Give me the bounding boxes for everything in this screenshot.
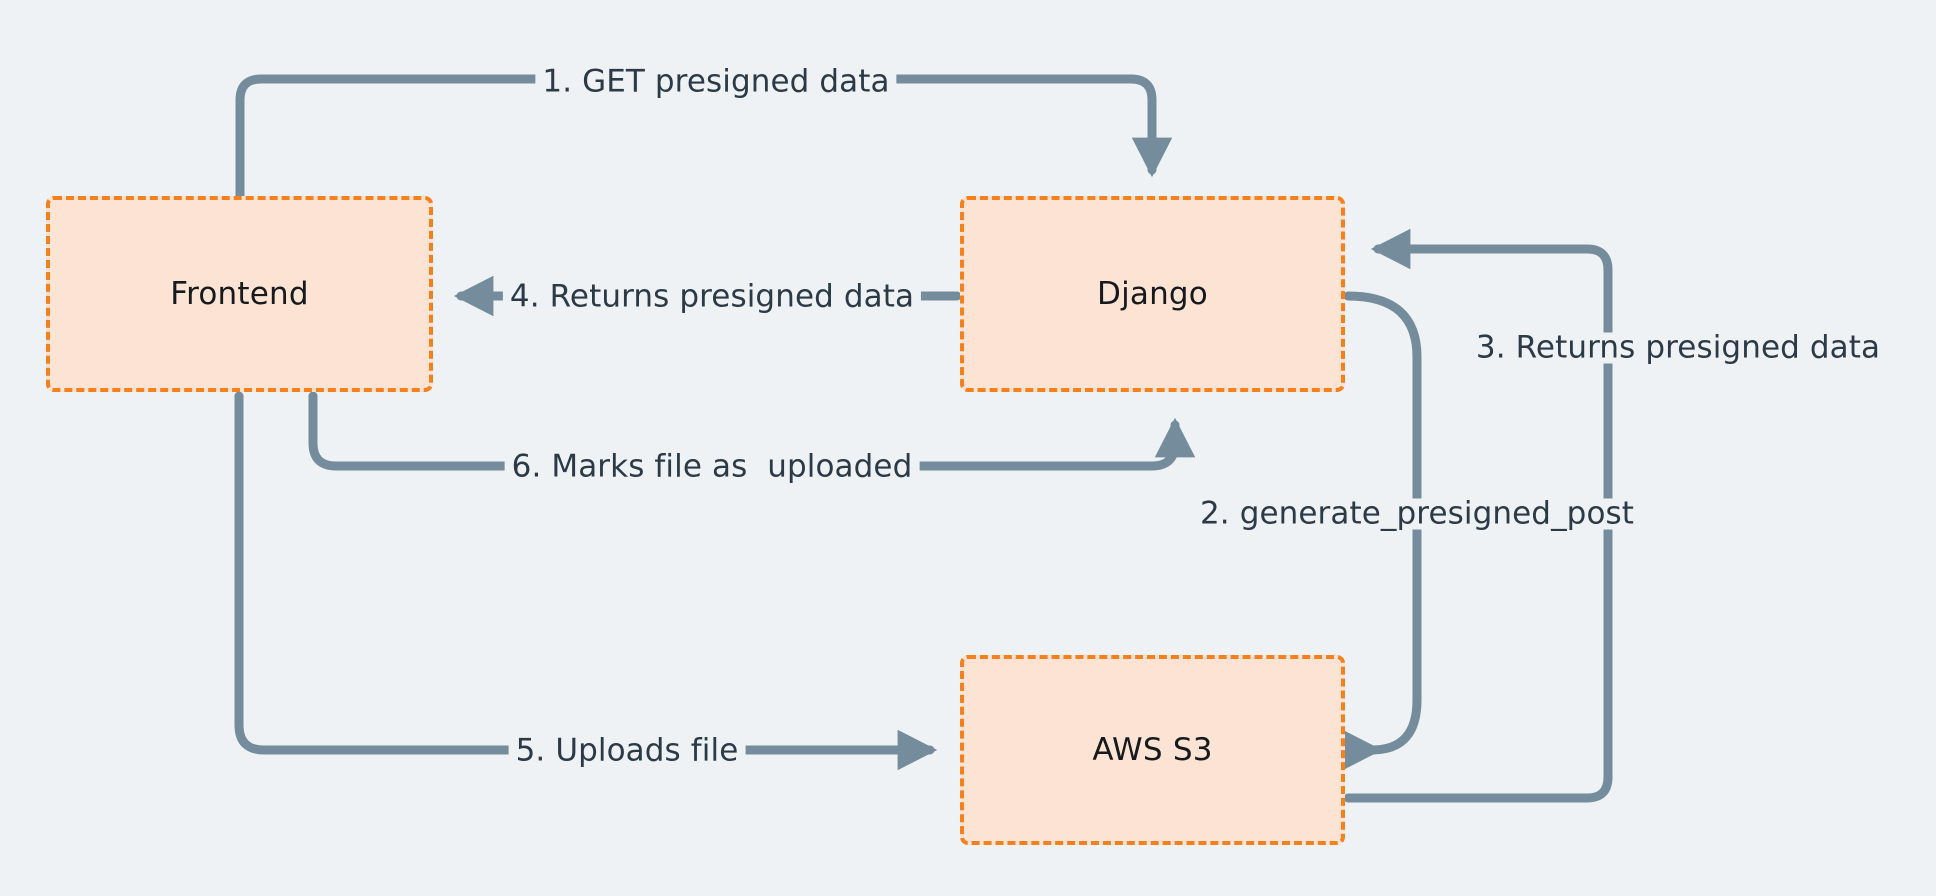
node-django-label: Django [1097,275,1208,312]
edge-label-6: 6. Marks file as uploaded [504,451,920,483]
edge-path-5 [234,391,938,771]
edge-label-5: 5. Uploads file [508,735,746,767]
edge-label-2: 2. generate_presigned_post [1192,498,1642,530]
edge-label-3: 3. Returns presigned data [1468,332,1888,364]
node-django[interactable]: Django [960,196,1345,392]
node-aws-s3-label: AWS S3 [1092,731,1213,768]
edge-label-4: 4. Returns presigned data [502,281,922,313]
node-frontend[interactable]: Frontend [46,196,433,392]
node-aws-s3[interactable]: AWS S3 [960,655,1345,845]
edge-label-1: 1. GET presigned data [535,66,897,98]
node-frontend-label: Frontend [170,275,309,312]
